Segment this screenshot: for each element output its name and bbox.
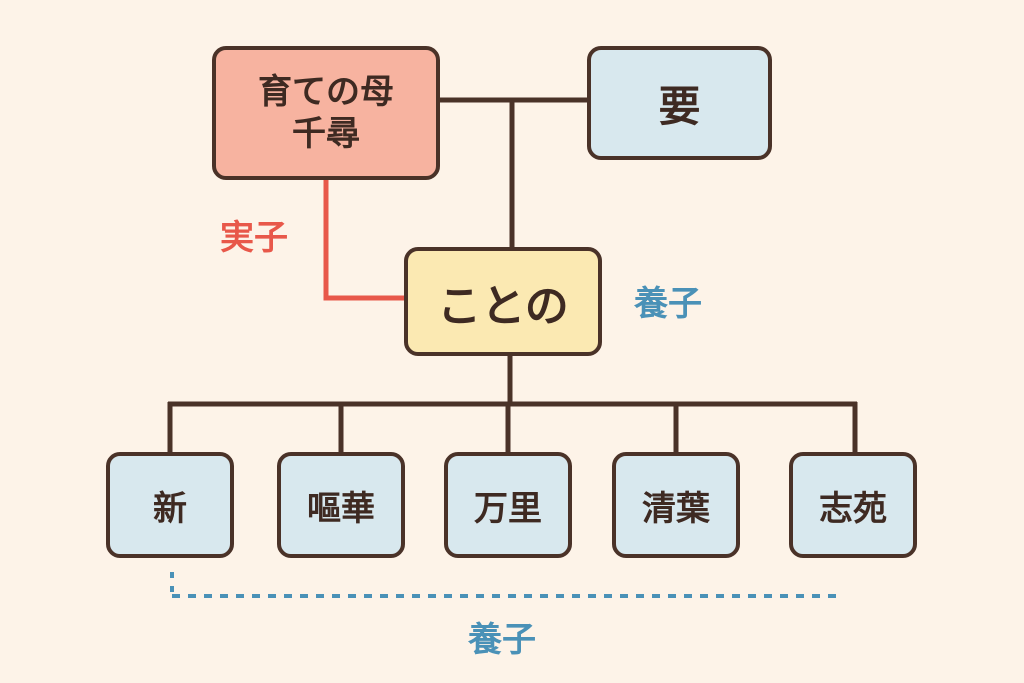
mother-node: 育ての母 千尋 [212,46,440,180]
child-name-text: 志苑 [819,488,887,529]
child-node: 嘔華 [277,452,405,558]
real-child-label: 実子 [220,218,288,258]
child-name-text: 新 [153,488,187,529]
mother-role-text: 育ての母 [258,71,394,112]
child-node: 清葉 [612,452,740,558]
child-name-text: 清葉 [642,488,710,529]
kotono-node: ことの [404,247,602,356]
mother-name-text: 千尋 [292,114,360,154]
child-name-text: 万里 [474,488,542,529]
real-child-line [323,180,404,301]
child-node: 新 [106,452,234,558]
adopted-label-top: 養子 [634,284,702,324]
child-name-text: 嘔華 [307,488,375,529]
kotono-name-text: ことの [437,280,569,332]
child-node: 志苑 [789,452,917,558]
child-node: 万里 [444,452,572,558]
kaname-node: 要 [587,46,772,160]
kaname-name-text: 要 [658,81,701,131]
adopted-label-bottom: 養子 [468,620,536,660]
